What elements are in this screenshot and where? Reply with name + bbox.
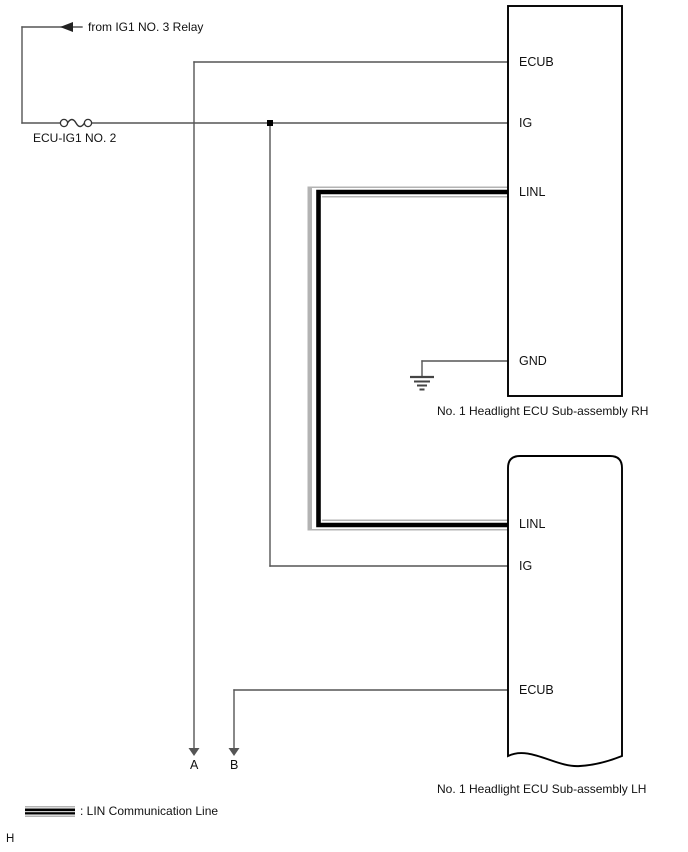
lin-line-gap xyxy=(312,188,508,529)
lin-line-core xyxy=(316,189,508,528)
ecu-rh-caption: No. 1 Headlight ECU Sub-assembly RH xyxy=(437,404,649,418)
connector-label-b: B xyxy=(230,758,239,772)
ecu-lh-caption: No. 1 Headlight ECU Sub-assembly LH xyxy=(437,782,647,796)
page-marker: H xyxy=(6,833,15,845)
lin-line-inner-gap xyxy=(321,194,508,523)
terminal-lh-ecub: ECUB xyxy=(519,683,554,697)
source-label: from IG1 NO. 3 Relay xyxy=(88,20,204,34)
terminal-rh-gnd: GND xyxy=(519,354,547,368)
terminal-lh-linl: LINL xyxy=(519,517,546,531)
junction-dot xyxy=(267,120,273,126)
wire-group xyxy=(21,26,509,753)
connector-b-arrow-icon xyxy=(228,748,240,756)
connector-a-arrow-icon xyxy=(188,748,200,756)
fuse-symbol-icon xyxy=(59,118,93,128)
terminal-rh-linl: LINL xyxy=(519,185,546,199)
terminal-lh-ig: IG xyxy=(519,559,533,573)
ecu-rh-box xyxy=(507,5,623,397)
terminal-rh-ecub: ECUB xyxy=(519,55,554,69)
ground-icon xyxy=(410,375,434,391)
source-arrow-icon xyxy=(60,22,73,32)
connector-arrows xyxy=(188,748,240,756)
legend-label: : LIN Communication Line xyxy=(80,804,219,818)
ecu-lh-box xyxy=(507,455,623,767)
lin-line-swatch-icon xyxy=(25,806,75,817)
connector-label-a: A xyxy=(190,758,199,772)
terminal-rh-ig: IG xyxy=(519,116,533,130)
fuse-label: ECU-IG1 NO. 2 xyxy=(33,131,117,145)
lin-line-sheath xyxy=(307,186,508,531)
